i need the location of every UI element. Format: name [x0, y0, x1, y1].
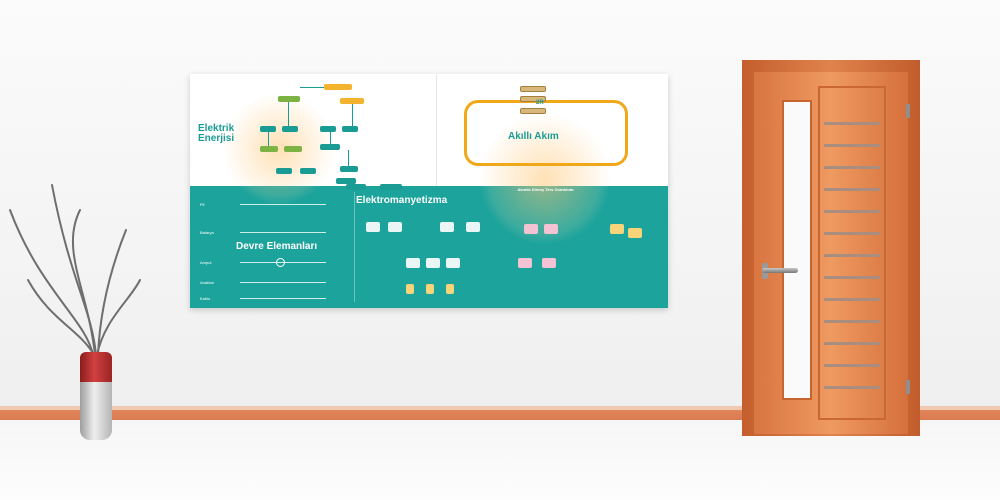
door-slat — [824, 166, 880, 169]
map-link — [330, 132, 331, 144]
map-node — [260, 126, 276, 132]
illustration — [366, 222, 380, 232]
map-node — [342, 126, 358, 132]
illustration — [406, 258, 420, 268]
door-slat — [824, 342, 880, 345]
illustration — [446, 258, 460, 268]
label-kablo: Kablo — [200, 296, 211, 301]
map-node — [340, 166, 358, 172]
resistor-label: 2R — [536, 100, 544, 106]
title-devre-elemanlari: Devre Elemanları — [236, 241, 318, 252]
title-akilli-akim: Akıllı Akım — [508, 131, 559, 142]
kablo-symbol — [240, 298, 326, 299]
map-center-node — [324, 84, 352, 90]
illustration — [440, 222, 454, 232]
akim-direnc-text: Akımla Direnç Ters Orantılıdır. — [517, 187, 575, 192]
door-slat — [824, 210, 880, 213]
map-node — [284, 146, 302, 152]
negatif-yuk-node — [346, 184, 366, 190]
illustration — [388, 222, 402, 232]
map-node — [282, 126, 298, 132]
door-panel — [818, 86, 886, 420]
map-node — [320, 144, 340, 150]
door-slat — [824, 232, 880, 235]
batarya-symbol — [240, 232, 326, 233]
map-node — [260, 146, 278, 152]
resistor — [520, 96, 546, 102]
ampul-icon — [276, 258, 285, 267]
map-node — [276, 168, 292, 174]
label-batarya: Batarya — [200, 230, 214, 235]
illustration — [466, 222, 480, 232]
illustration — [426, 258, 440, 268]
door-slat — [824, 386, 880, 389]
vase-top — [80, 352, 112, 382]
map-node — [320, 126, 336, 132]
illustration — [426, 284, 434, 294]
map-node — [336, 178, 356, 184]
door-glass — [782, 100, 812, 400]
poster-divider-bottom — [354, 192, 355, 302]
illustration — [544, 224, 558, 234]
door-slat — [824, 144, 880, 147]
door-handle[interactable] — [762, 268, 798, 273]
map-node — [278, 96, 300, 102]
illustration — [542, 258, 556, 268]
map-link — [352, 104, 353, 126]
door-slat — [824, 364, 880, 367]
map-link — [288, 102, 289, 126]
illustration — [446, 284, 454, 294]
illustration — [518, 258, 532, 268]
door-slat — [824, 188, 880, 191]
map-link — [268, 132, 269, 146]
circuit-loop — [464, 100, 628, 166]
label-ampul: Ampul — [200, 260, 212, 265]
door-slat — [824, 254, 880, 257]
wall-poster: Elektrik Enerjisi 2R Akıllı Akım Akımla … — [190, 74, 668, 308]
pozitif-yuk-node — [380, 184, 402, 190]
illustration — [406, 284, 414, 294]
baseboard-trim — [0, 406, 1000, 411]
resistor — [520, 108, 546, 114]
illustration — [610, 224, 624, 234]
decorative-branch-icon — [9, 184, 141, 356]
door-slat — [824, 298, 880, 301]
glow-left — [224, 94, 334, 204]
map-node — [300, 168, 316, 174]
anahtar-symbol — [240, 282, 326, 283]
pil-symbol — [240, 204, 326, 205]
title-elektromanyetizma: Elektromanyetizma — [356, 195, 448, 206]
door-hinge — [906, 104, 910, 118]
door-icon — [754, 72, 908, 434]
map-node — [340, 98, 364, 104]
illustration — [524, 224, 538, 234]
map-link — [300, 87, 324, 88]
glow-right — [480, 114, 610, 244]
door-slat — [824, 320, 880, 323]
label-anahtar: Anahtar — [200, 280, 215, 285]
map-link — [348, 150, 349, 166]
title-elektrik-enerjisi: Elektrik Enerjisi — [198, 123, 235, 144]
illustration — [628, 228, 642, 238]
poster-divider — [436, 74, 437, 186]
door-slat — [824, 122, 880, 125]
door-slat — [824, 276, 880, 279]
label-pil: Pil — [200, 202, 205, 207]
resistor — [520, 86, 546, 92]
door-hinge — [906, 380, 910, 394]
